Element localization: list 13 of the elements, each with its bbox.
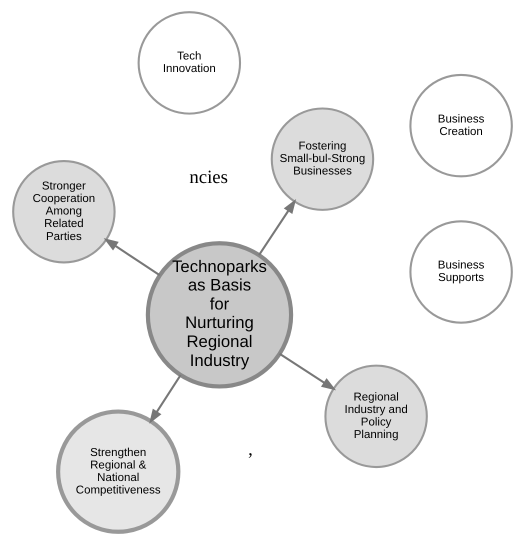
- arrow: [279, 352, 336, 390]
- label: ,: [248, 438, 253, 460]
- arrow: [258, 198, 296, 256]
- label: ncies: [189, 167, 228, 188]
- node-circle: Tech Innovation: [138, 11, 242, 115]
- node-circle: Technoparks as Basis for Nurturing Regional Industry: [146, 241, 294, 389]
- node-circle: Stronger Cooperation Among Related Parties: [12, 160, 116, 264]
- arrow: [104, 238, 160, 276]
- arrow: [149, 374, 182, 424]
- node-circle: Fostering Small-bul-Strong Businesses: [270, 107, 374, 211]
- node-circle: Regional Industry and Policy Planning: [324, 364, 428, 468]
- node-circle: Business Creation: [409, 74, 513, 178]
- node-circle: Business Supports: [409, 220, 513, 324]
